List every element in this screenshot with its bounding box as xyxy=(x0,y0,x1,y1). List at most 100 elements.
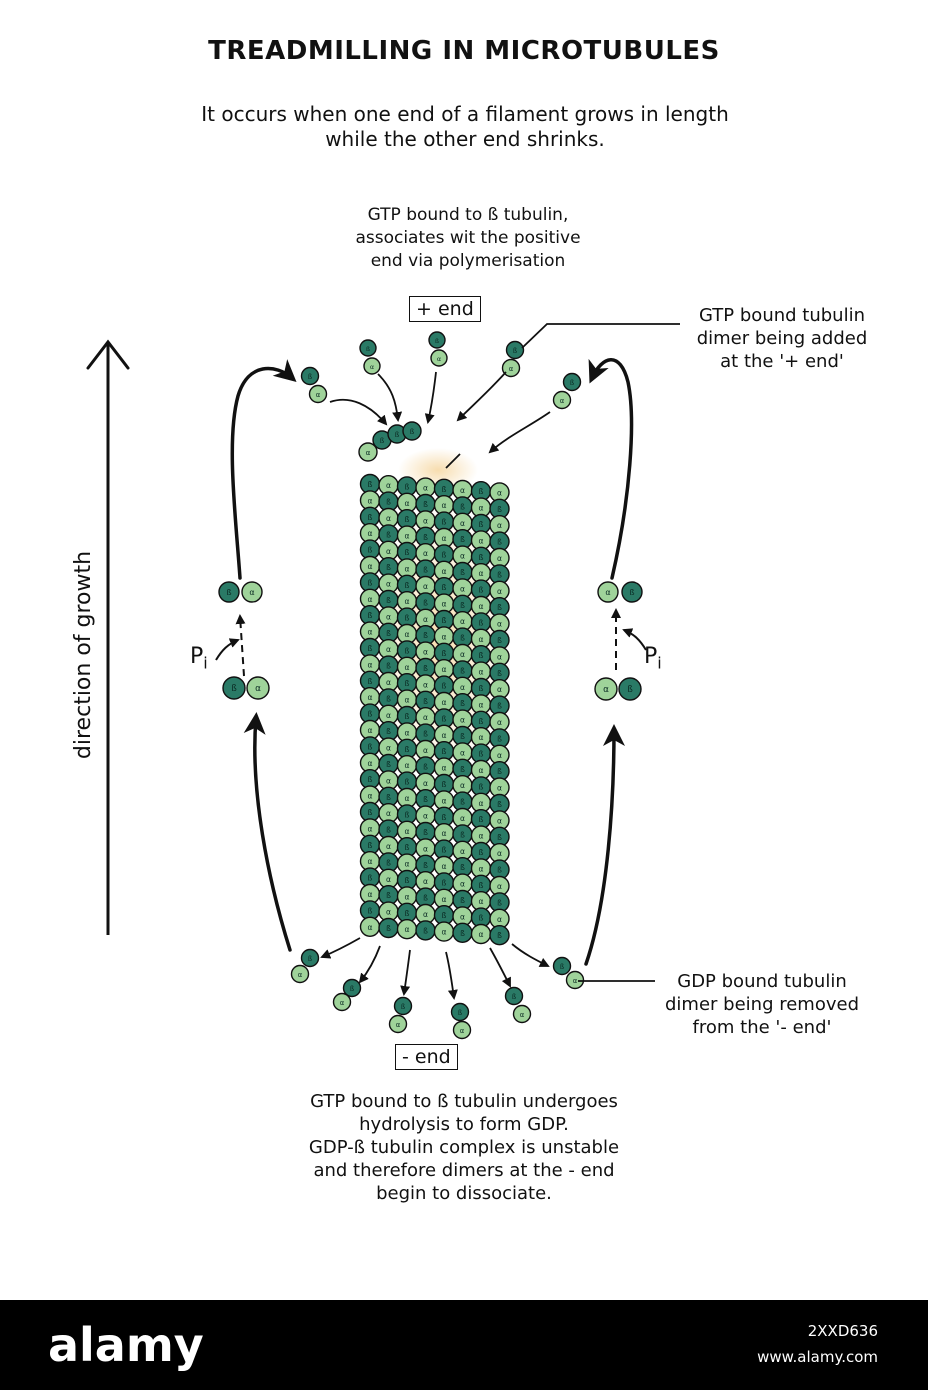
note-line: GTP bound to ß tubulin undergoes xyxy=(310,1091,618,1112)
polymerisation-note: GTP bound to ß tubulin, associates wit t… xyxy=(298,204,638,273)
svg-text:α: α xyxy=(404,663,409,672)
svg-text:ß: ß xyxy=(395,430,400,439)
svg-text:α: α xyxy=(605,588,610,597)
svg-text:α: α xyxy=(316,391,321,399)
svg-text:ß: ß xyxy=(401,1003,405,1011)
svg-text:ß: ß xyxy=(479,848,484,857)
alpha-tubulin: α xyxy=(359,916,381,937)
alpha-tubulin: α xyxy=(396,919,418,940)
svg-text:α: α xyxy=(603,685,609,695)
alpha-tubulin: α xyxy=(332,992,352,1012)
tubulin-dimer: ßα xyxy=(428,331,448,367)
alpha-tubulin: α xyxy=(594,677,618,701)
beta-tubulin: ß xyxy=(359,339,377,357)
svg-text:ß: ß xyxy=(423,566,428,575)
beta-tubulin: ß xyxy=(300,366,320,386)
svg-text:α: α xyxy=(423,779,428,788)
beta-tubulin: ß xyxy=(450,1002,470,1022)
phosphate-label-left: Pi xyxy=(190,644,208,672)
svg-text:α: α xyxy=(386,744,391,753)
svg-text:ß: ß xyxy=(423,697,428,706)
svg-text:ß: ß xyxy=(368,841,373,850)
svg-text:α: α xyxy=(497,784,502,793)
tubulin-dimer: ßα xyxy=(388,996,413,1034)
svg-text:ß: ß xyxy=(497,505,502,514)
svg-text:α: α xyxy=(441,567,446,576)
subtitle-line-2: while the other end shrinks. xyxy=(325,127,605,151)
svg-text:ß: ß xyxy=(368,874,373,883)
svg-text:ß: ß xyxy=(442,780,447,789)
svg-text:ß: ß xyxy=(442,682,447,691)
svg-text:ß: ß xyxy=(423,861,428,870)
note-line: at the '+ end' xyxy=(720,351,844,372)
tubulin-dimer: ßα xyxy=(552,956,585,990)
svg-text:α: α xyxy=(386,809,391,818)
svg-text:α: α xyxy=(404,630,409,639)
svg-text:α: α xyxy=(478,930,483,939)
alpha-tubulin: α xyxy=(565,970,585,990)
svg-text:ß: ß xyxy=(231,684,237,694)
svg-text:ß: ß xyxy=(423,500,428,509)
svg-text:ß: ß xyxy=(405,778,410,787)
svg-text:ß: ß xyxy=(442,550,447,559)
subtitle-line-1: It occurs when one end of a filament gro… xyxy=(201,102,729,126)
svg-text:α: α xyxy=(404,597,409,606)
svg-text:ß: ß xyxy=(479,553,484,562)
watermark-footer: alamy 2XXD636 www.alamy.com xyxy=(0,1300,928,1390)
svg-text:ß: ß xyxy=(386,924,391,933)
image-id: 2XXD636 xyxy=(807,1322,878,1340)
svg-text:α: α xyxy=(460,716,465,725)
svg-text:ß: ß xyxy=(380,436,385,445)
svg-text:α: α xyxy=(423,516,428,525)
svg-text:α: α xyxy=(460,912,465,921)
svg-text:ß: ß xyxy=(405,745,410,754)
svg-text:ß: ß xyxy=(405,843,410,852)
svg-text:ß: ß xyxy=(497,931,502,940)
svg-text:α: α xyxy=(423,484,428,493)
plus-end-label: + end xyxy=(409,296,481,322)
svg-text:ß: ß xyxy=(442,878,447,887)
tubulin-dimer: ßα xyxy=(290,948,320,984)
svg-text:α: α xyxy=(478,864,483,873)
plus-end-arrows xyxy=(329,371,551,469)
svg-text:ß: ß xyxy=(405,515,410,524)
svg-text:α: α xyxy=(460,552,465,561)
svg-text:α: α xyxy=(441,665,446,674)
svg-text:ß: ß xyxy=(410,427,415,436)
svg-text:ß: ß xyxy=(405,712,410,721)
svg-text:α: α xyxy=(404,892,409,901)
svg-text:α: α xyxy=(367,792,372,801)
note-line: hydrolysis to form GDP. xyxy=(359,1114,569,1135)
note-line: GDP-ß tubulin complex is unstable xyxy=(308,1137,620,1158)
svg-text:ß: ß xyxy=(460,568,465,577)
tubulin-dimer: ßα xyxy=(300,366,328,404)
svg-text:ß: ß xyxy=(442,649,447,658)
svg-text:ß: ß xyxy=(368,644,373,653)
alpha-tubulin: α xyxy=(388,1014,408,1034)
svg-text:α: α xyxy=(386,678,391,687)
alpha-tubulin: α xyxy=(290,964,310,984)
svg-text:α: α xyxy=(367,562,372,571)
svg-text:ß: ß xyxy=(479,651,484,660)
svg-text:ß: ß xyxy=(368,742,373,751)
svg-text:α: α xyxy=(560,397,565,405)
alpha-tubulin: α xyxy=(501,358,521,378)
svg-text:α: α xyxy=(478,897,483,906)
beta-tubulin: ß xyxy=(618,677,642,701)
svg-text:ß: ß xyxy=(386,727,391,736)
svg-text:α: α xyxy=(423,549,428,558)
svg-text:α: α xyxy=(367,496,372,505)
right-hydrolysis-arrows xyxy=(611,608,647,670)
svg-text:α: α xyxy=(404,499,409,508)
svg-text:α: α xyxy=(367,923,372,932)
svg-text:α: α xyxy=(386,875,391,884)
svg-text:α: α xyxy=(367,824,372,833)
note-line: GTP bound to ß tubulin, xyxy=(367,205,569,225)
svg-text:ß: ß xyxy=(423,795,428,804)
beta-tubulin: ß xyxy=(452,922,473,943)
svg-text:ß: ß xyxy=(460,502,465,511)
beta-tubulin: ß xyxy=(489,597,510,618)
svg-text:ß: ß xyxy=(479,914,484,923)
